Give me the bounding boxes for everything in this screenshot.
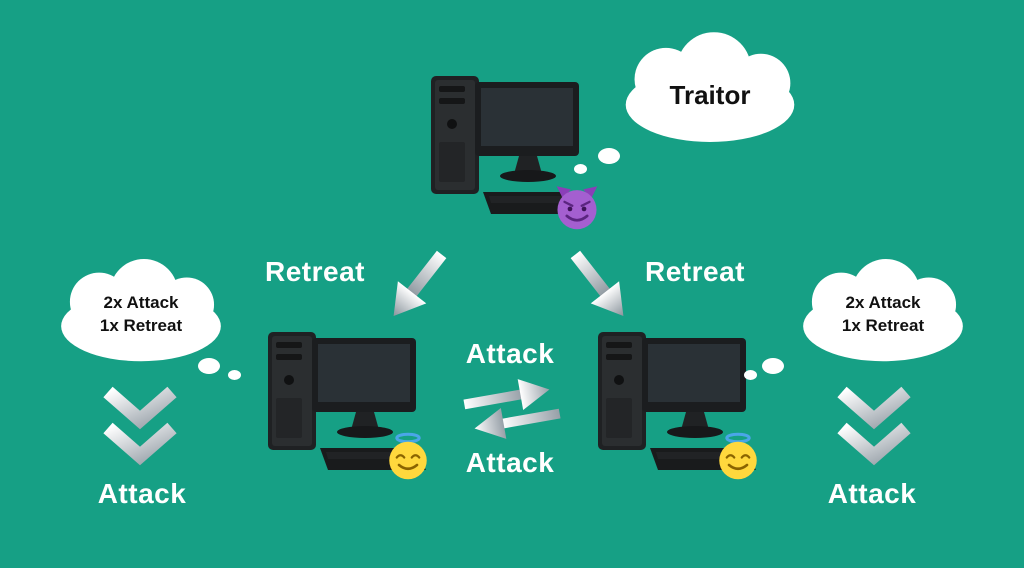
thought-trail-bubble <box>744 370 757 380</box>
right-retreat-label: Retreat <box>645 256 745 287</box>
left-general-computer-icon <box>262 328 432 483</box>
traitor-thought-label: Traitor <box>669 80 751 110</box>
angel-emoji-icon <box>714 432 762 480</box>
right-thought-line2: 1x Retreat <box>841 315 925 335</box>
angel-emoji-icon <box>384 432 432 480</box>
center-attack-top-label: Attack <box>465 338 555 369</box>
thought-trail-bubble <box>762 358 784 374</box>
left-general-thought-cloud: 2x Attack 1x Retreat <box>48 258 234 370</box>
exchange-arrows-icon <box>453 365 572 453</box>
devil-emoji-icon <box>552 180 602 230</box>
right-thought-line1: 2x Attack <box>845 293 921 312</box>
traitor-thought-cloud: Traitor <box>612 32 808 152</box>
thought-trail-bubble <box>598 148 620 164</box>
left-thought-line2: 1x Retreat <box>99 315 183 335</box>
left-general-thought-text: 2x Attack 1x Retreat <box>48 292 234 338</box>
thought-trail-bubble <box>228 370 241 380</box>
thought-trail-bubble <box>574 164 587 174</box>
right-general-thought-text: 2x Attack 1x Retreat <box>790 292 976 338</box>
center-attack-bottom-label: Attack <box>465 447 555 478</box>
traitor-computer-icon <box>425 72 595 227</box>
left-thought-line1: 2x Attack <box>103 293 179 312</box>
left-retreat-label: Retreat <box>265 256 365 287</box>
right-general-computer-icon <box>592 328 762 483</box>
thought-trail-bubble <box>198 358 220 374</box>
right-double-chevron-down-icon <box>832 382 916 466</box>
left-general-decision-label: Attack <box>97 478 187 509</box>
retreat-arrow-right-icon <box>557 239 643 332</box>
left-double-chevron-down-icon <box>98 382 182 466</box>
right-general-thought-cloud: 2x Attack 1x Retreat <box>790 258 976 370</box>
right-general-decision-label: Attack <box>827 478 917 509</box>
retreat-arrow-left-icon <box>374 239 460 332</box>
